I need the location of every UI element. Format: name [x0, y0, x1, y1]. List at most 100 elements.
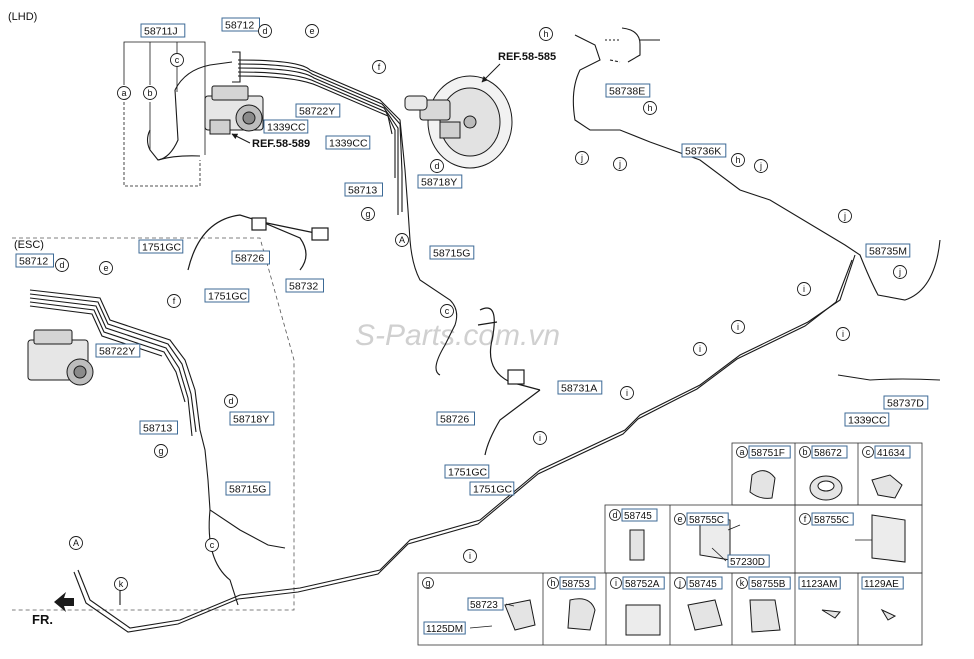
legend-cell-58672: b 58672: [799, 445, 848, 459]
callout-j: j: [754, 159, 768, 173]
legend-part: 58672: [814, 448, 842, 459]
part-label-text: 58712: [225, 20, 254, 32]
part-label-text: 58718Y: [233, 414, 269, 426]
legend-letter: f: [804, 514, 807, 524]
callout-letter: i: [626, 388, 628, 398]
watermark: S-Parts.com.vn: [355, 319, 560, 352]
part-label-text: 58713: [348, 185, 377, 197]
callout-letter: c: [445, 306, 450, 316]
callout-d: d: [430, 159, 444, 173]
part-label-text: 58726: [440, 414, 469, 426]
part-label-1751GC: 1751GC: [444, 464, 490, 479]
callout-j: j: [838, 209, 852, 223]
legend-part: 1129AE: [864, 579, 899, 590]
part-label-text: 1339CC: [267, 122, 306, 134]
callout-i: i: [463, 549, 477, 563]
part-label-text: 58738E: [609, 86, 645, 98]
callout-f: f: [372, 60, 386, 74]
part-label-1751GC: 1751GC: [138, 239, 184, 254]
part-label-text: 58722Y: [299, 106, 335, 118]
callout-i: i: [836, 327, 850, 341]
callout-58711J: [123, 41, 206, 187]
part-label-58712: 58712: [221, 17, 260, 32]
callout-letter: c: [175, 55, 180, 65]
callout-g: g: [154, 444, 168, 458]
part-label-text: 58722Y: [99, 346, 135, 358]
callout-letter: i: [737, 322, 739, 332]
legend-part: 58745: [689, 579, 717, 590]
part-label-text: 58715G: [433, 248, 470, 260]
part-label-text: 58718Y: [421, 177, 457, 189]
callout-i: i: [693, 342, 707, 356]
legend-part: 58755C: [814, 515, 849, 526]
part-label-58722Y: 58722Y: [295, 103, 341, 118]
part-labels: 58711J 58712 58722Y 1339CC 1339CC 58713 58718Y…: [15, 17, 929, 496]
callout-letter: k: [119, 579, 124, 589]
callout-g: g: [361, 207, 375, 221]
part-label-text: 58712: [19, 256, 48, 268]
legend-table: [417, 442, 923, 646]
callout-letter: h: [735, 155, 740, 165]
legend-letter: b: [802, 447, 807, 457]
callout-letter: d: [434, 161, 439, 171]
callout-j: j: [893, 265, 907, 279]
callout-letter: e: [309, 26, 314, 36]
legend-letter: c: [866, 447, 871, 457]
part-label-58715G: 58715G: [225, 481, 271, 496]
part-label-text: 58715G: [229, 484, 266, 496]
callout-letter: i: [842, 329, 844, 339]
part-label-58722Y: 58722Y: [95, 343, 141, 358]
legend-part: 58745: [624, 511, 652, 522]
callout-letter: j: [618, 159, 621, 169]
ref-58-585: REF.58-585: [498, 51, 556, 63]
part-label-text: 58732: [289, 281, 318, 293]
callout-letter: e: [103, 263, 108, 273]
callout-letter: A: [399, 235, 405, 245]
abs-module-esc: [27, 329, 94, 386]
part-label-text: 1751GC: [208, 291, 248, 303]
legend-part: 58755B: [751, 579, 786, 590]
legend-part: 41634: [877, 448, 905, 459]
part-label-text: 58731A: [561, 383, 597, 395]
legend-letter: e: [677, 514, 682, 524]
callout-letter: a: [121, 88, 126, 98]
esc-dashed-box: [12, 237, 295, 611]
part-label-58712: 58712: [15, 253, 54, 268]
flex-hose-58732: [187, 214, 329, 271]
part-label-text: 1751GC: [448, 467, 488, 479]
legend-cell-58755C: e 58755C: [674, 512, 729, 526]
front-arrow: FR.: [32, 592, 74, 627]
legend-letter: i: [615, 578, 617, 588]
part-label-58711J: 58711J: [140, 23, 186, 38]
callout-e: e: [99, 261, 113, 275]
legend-cell-1129AE: 1129AE: [861, 576, 904, 590]
callout-letter: i: [803, 284, 805, 294]
legend-cell-41634: c 41634: [862, 445, 911, 459]
legend-part: 58755C: [689, 515, 724, 526]
callout-j: j: [575, 151, 589, 165]
callout-letter: i: [539, 433, 541, 443]
callout-letter: f: [173, 296, 176, 306]
main-long-line: [73, 254, 856, 633]
abs-module-upper: [204, 85, 264, 135]
callout-letter: d: [59, 260, 64, 270]
callout-i: i: [731, 320, 745, 334]
brake-booster: [404, 75, 513, 169]
callout-d: d: [258, 24, 272, 38]
callout-h: h: [539, 27, 553, 41]
part-label-text: 58736K: [685, 146, 721, 158]
part-label-1751GC: 1751GC: [469, 481, 515, 496]
part-label-text: 58713: [143, 423, 172, 435]
part-label-58731A: 58731A: [557, 380, 603, 395]
part-label-58738E: 58738E: [605, 83, 651, 98]
callout-letter: g: [365, 209, 370, 219]
part-label-1339CC: 1339CC: [325, 135, 371, 150]
callout-a: a: [117, 86, 131, 100]
callout-letter: c: [210, 540, 215, 550]
lhd-label: (LHD): [8, 11, 37, 23]
callout-d: d: [224, 394, 238, 408]
rear-lines: [572, 27, 941, 381]
